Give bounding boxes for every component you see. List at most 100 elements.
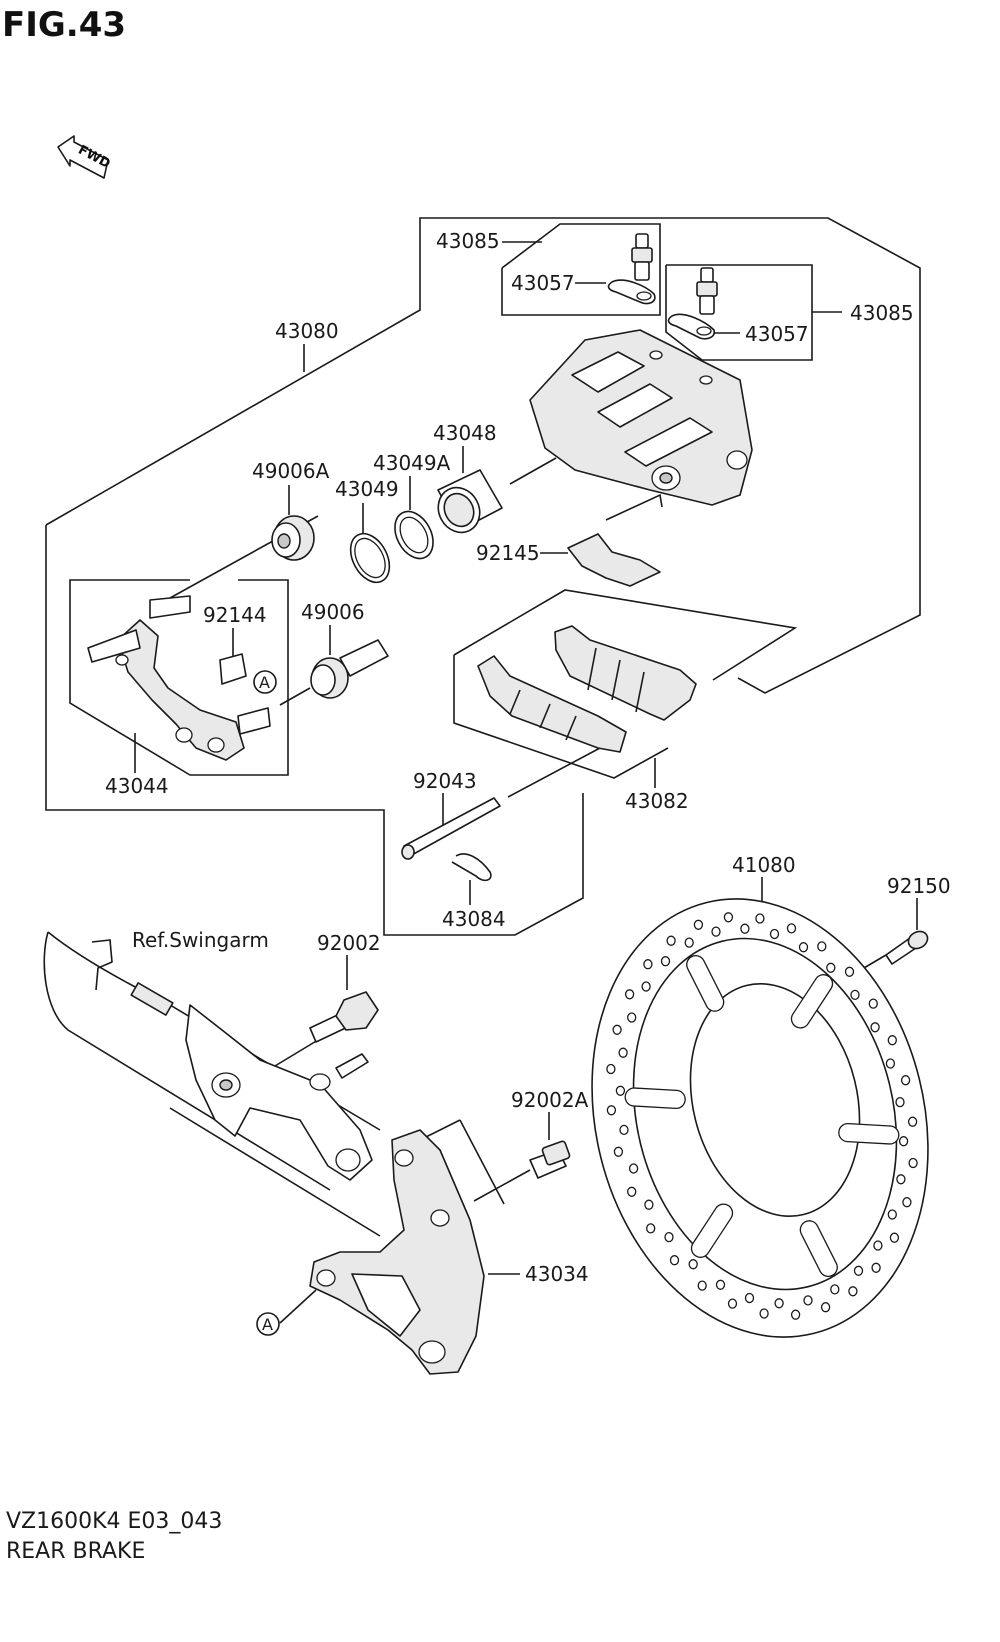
- disc-perforation-hole: [684, 937, 694, 948]
- disc-perforation-hole: [612, 1024, 622, 1035]
- disc-perforation-hole: [907, 1116, 918, 1127]
- boot-49006A: [271, 515, 315, 561]
- bleeder-valve-top: [631, 233, 653, 281]
- disc-perforation-hole: [895, 1096, 905, 1108]
- disc-perforation-hole: [774, 1298, 784, 1309]
- label-43082: 43082: [625, 789, 689, 813]
- disc-perforation-hole: [643, 959, 653, 970]
- disc-perforation-hole: [755, 913, 765, 924]
- label-43034: 43034: [525, 1262, 589, 1286]
- disc-perforation-hole: [740, 923, 750, 934]
- brake-disc: [591, 898, 929, 1338]
- disc-perforation-hole: [641, 981, 651, 992]
- disc-perforation-hole: [627, 1012, 637, 1023]
- disc-vent-slot: [790, 974, 834, 1029]
- disc-perforation-hole: [688, 1259, 698, 1270]
- label-43048: 43048: [433, 421, 497, 445]
- caliper-assembly-outline: [45, 217, 921, 936]
- figure-title: FIG.43: [2, 5, 126, 45]
- disc-perforation-hole: [615, 1085, 626, 1096]
- caliper-body: [529, 329, 753, 506]
- disc-bolt-92150: [885, 930, 929, 965]
- brake-pad-inner: [554, 625, 697, 721]
- disc-perforation-hole: [627, 1186, 637, 1197]
- disc-perforation-hole: [798, 942, 809, 953]
- disc-perforation-hole: [613, 1146, 624, 1157]
- disc-perforation-hole: [844, 966, 855, 977]
- swingarm-reference: [43, 931, 381, 1191]
- disc-perforation-hole: [744, 1292, 755, 1304]
- disc-perforation-hole: [850, 989, 860, 1001]
- label-92002: 92002: [317, 931, 381, 955]
- bleeder-cap-right: [667, 313, 716, 340]
- disc-perforation-hole: [853, 1265, 864, 1276]
- disc-perforation-hole: [820, 1302, 831, 1313]
- reference-mark-a-upper: A: [253, 670, 277, 694]
- stud-bolt: [335, 1053, 369, 1079]
- disc-vent-slot: [686, 955, 725, 1012]
- disc-perforation-hole: [871, 1262, 881, 1273]
- disc-perforation-hole: [830, 1284, 840, 1295]
- bleeder-kit-right-outline: [665, 264, 813, 361]
- disc-perforation-hole: [908, 1157, 918, 1169]
- piston-seal-43049A: [394, 510, 434, 560]
- caliper-mount-bracket: [309, 1129, 485, 1375]
- torque-link: [185, 1004, 373, 1181]
- disc-perforation-hole: [889, 1232, 900, 1243]
- disc-perforation-hole: [606, 1063, 616, 1075]
- pad-pin: [401, 797, 501, 860]
- disc-perforation-hole: [618, 1047, 628, 1058]
- disc-perforation-hole: [900, 1075, 911, 1086]
- label-43085-top: 43085: [436, 229, 500, 253]
- disc-perforation-hole: [606, 1105, 617, 1116]
- label-43049: 43049: [335, 477, 399, 501]
- piston-seal-43049: [349, 532, 391, 584]
- disc-perforation-hole: [646, 1223, 656, 1234]
- disc-perforation-hole: [660, 956, 671, 967]
- disc-perforation-hole: [711, 926, 721, 937]
- disc-perforation-hole: [885, 1058, 896, 1069]
- disc-perforation-hole: [817, 941, 827, 952]
- label-43057-right: 43057: [745, 322, 809, 346]
- disc-perforation-hole: [896, 1174, 906, 1185]
- footer-model-code: VZ1600K4 E03_043: [6, 1509, 222, 1534]
- reference-mark-a-lower-letter: A: [262, 1315, 273, 1334]
- disc-perforation-hole: [868, 998, 878, 1009]
- caliper-bracket: [87, 595, 271, 761]
- piston: [437, 469, 503, 534]
- disc-perforation-hole: [870, 1022, 880, 1033]
- disc-perforation-hole: [619, 1124, 629, 1136]
- fwd-arrow-icon: FWD: [57, 135, 113, 179]
- disc-perforation-hole: [803, 1295, 813, 1306]
- disc-perforation-hole: [723, 912, 734, 923]
- label-43044: 43044: [105, 774, 169, 798]
- leader-lines: [134, 241, 918, 1324]
- label-ref-swingarm: Ref.Swingarm: [132, 928, 269, 952]
- pad-pin-clip: [451, 853, 492, 882]
- disc-perforation-hole: [873, 1240, 883, 1251]
- label-92150: 92150: [887, 874, 951, 898]
- disc-perforation-hole: [887, 1035, 897, 1046]
- disc-perforation-hole: [669, 1255, 680, 1266]
- bleeder-cap-top: [607, 279, 656, 305]
- pad-set-outline: [453, 589, 798, 779]
- label-43084: 43084: [442, 907, 506, 931]
- label-92144: 92144: [203, 603, 267, 627]
- label-92043: 92043: [413, 769, 477, 793]
- disc-perforation-hole: [887, 1209, 897, 1220]
- disc-perforation-hole: [826, 962, 836, 973]
- label-43080: 43080: [275, 319, 339, 343]
- disc-perforation-hole: [786, 923, 797, 934]
- disc-perforation-hole: [848, 1286, 858, 1297]
- label-43057-top: 43057: [511, 271, 575, 295]
- disc-perforation-hole: [693, 919, 704, 930]
- footer-section-name: REAR BRAKE: [6, 1539, 145, 1564]
- label-92145: 92145: [476, 541, 540, 565]
- bracket-assembly-outline: [69, 579, 289, 776]
- disc-perforation-hole: [644, 1199, 654, 1210]
- label-92002A: 92002A: [511, 1088, 589, 1112]
- disc-perforation-hole: [898, 1136, 909, 1147]
- reference-mark-a-lower: A: [256, 1312, 280, 1336]
- part-number-labels: 43085 43057 43085 43057 43080 43048 4304…: [105, 229, 951, 1286]
